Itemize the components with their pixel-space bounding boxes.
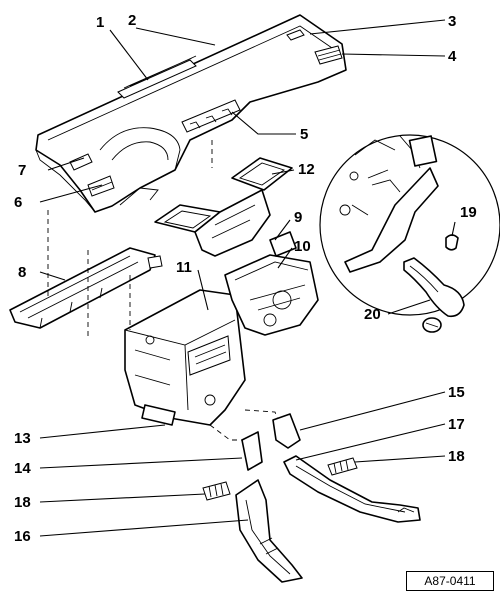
blower-unit-part: [224, 231, 319, 336]
footwell-duct-part: [9, 247, 163, 329]
callout-12: 12: [298, 161, 315, 178]
callout-3: 3: [448, 13, 456, 30]
callout-5: 5: [300, 126, 308, 143]
callout-7: 7: [18, 162, 26, 179]
callout-2: 2: [128, 12, 136, 29]
callout-18-lower: 18: [14, 494, 31, 511]
callout-15: 15: [448, 384, 465, 401]
callout-labels: 1 2 3 4 5 6 7 8 9 10 11 12 13 14 15 16 1…: [14, 12, 477, 545]
callout-10: 10: [294, 238, 311, 255]
detail-inset: [319, 134, 500, 333]
callout-19: 19: [460, 204, 477, 221]
callout-11: 11: [176, 259, 192, 276]
leader-lines: [39, 19, 456, 537]
heater-unit-part: [124, 289, 246, 426]
callout-4: 4: [448, 48, 457, 65]
callout-18-upper: 18: [448, 448, 465, 465]
callout-8: 8: [18, 264, 26, 281]
callout-6: 6: [14, 194, 22, 211]
callout-1: 1: [96, 14, 104, 31]
callout-20: 20: [364, 306, 381, 323]
callout-17: 17: [448, 416, 465, 433]
figure-reference-code: A87-0411: [406, 571, 494, 591]
duct-connector-part: [154, 157, 293, 257]
callout-13: 13: [14, 430, 31, 447]
callout-14: 14: [14, 460, 31, 477]
callout-16: 16: [14, 528, 31, 545]
callout-9: 9: [294, 209, 302, 226]
dashboard-part: [35, 14, 347, 213]
rear-ducts-part: [202, 413, 421, 583]
